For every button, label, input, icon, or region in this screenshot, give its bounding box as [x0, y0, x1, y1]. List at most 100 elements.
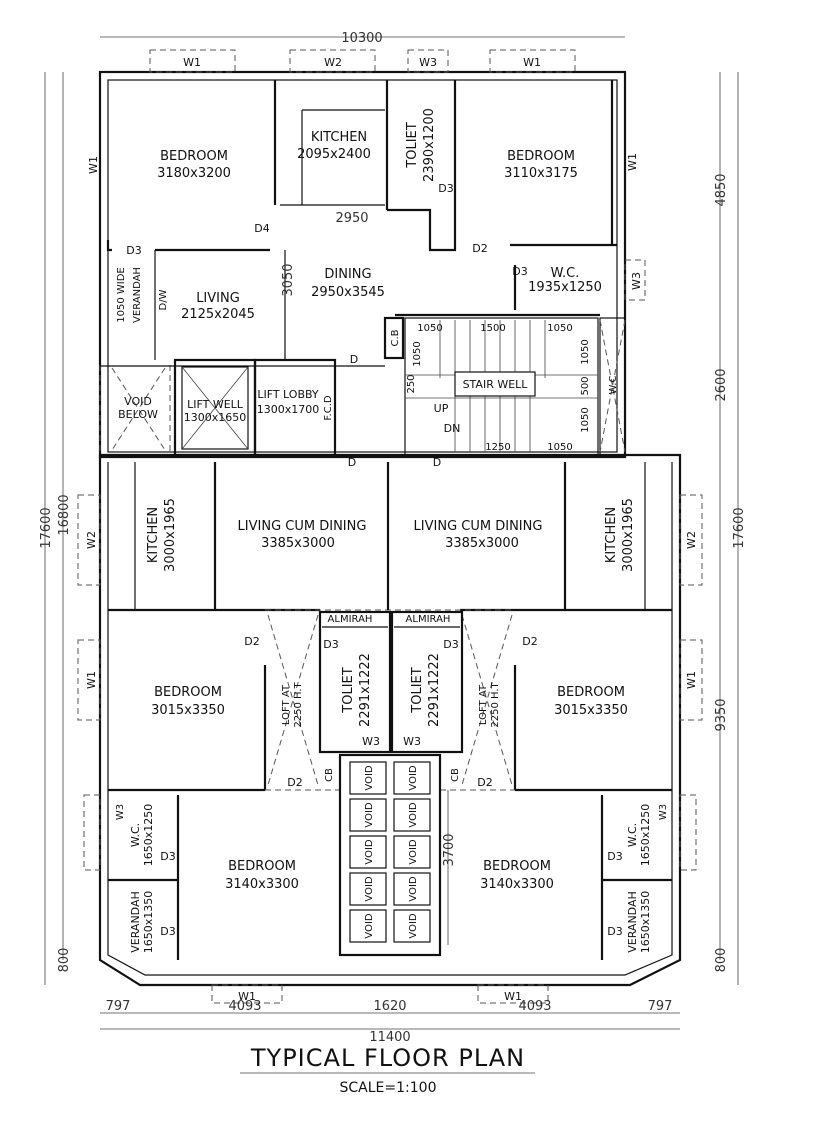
dim-right-2600: 2600 [714, 368, 729, 401]
door-tag: D4 [254, 222, 269, 235]
room-size: 1650x1350 [639, 891, 652, 954]
window-tag: W3 [115, 804, 126, 820]
room-name: BEDROOM [228, 859, 296, 874]
room-verandah-top: 1050 WIDE VERANDAH [116, 267, 143, 323]
room-size: 3000x1965 [163, 498, 178, 572]
window-tag: W1 [626, 153, 639, 171]
room-bedroom-tr: BEDROOM 3110x3175 [504, 149, 578, 181]
room-size: 1650x1250 [142, 804, 155, 867]
dim-internal-2950: 2950 [335, 211, 368, 226]
door-tag: D2 [244, 635, 259, 648]
room-lift-lobby: LIFT LOBBY 1300x1700 [257, 388, 320, 416]
door-tag: D3 [160, 925, 175, 938]
stair-dim: 1050 [580, 339, 591, 364]
dim-bottom-4093-l: 4093 [228, 999, 261, 1014]
window-tag: W2 [324, 56, 342, 69]
room-toilet-top: TOLIET 2390x1200 [405, 108, 437, 182]
room-size: 1935x1250 [528, 280, 602, 295]
void-cell: VOID [364, 876, 375, 901]
fire-door-tag: F.C.D [323, 395, 334, 420]
door-tag: D3 [512, 265, 527, 278]
dim-right-outer: 17600 [732, 507, 747, 548]
room-name: BEDROOM [507, 149, 575, 164]
dimension-lines [44, 36, 739, 1074]
room-name: W.C. [626, 823, 639, 847]
room-name: LIFT LOBBY [257, 388, 319, 401]
stair-up-label: UP [434, 402, 449, 415]
window-tag: W1 [183, 56, 201, 69]
window-tag: W3 [403, 735, 421, 748]
room-verandah-br: VERANDAH 1650x1350 [626, 891, 652, 954]
dim-left-inner: 16800 [57, 494, 72, 535]
room-name: 1050 WIDE [116, 267, 127, 322]
room-name: TOLIET [405, 122, 420, 168]
stair-dim: 250 [406, 374, 417, 393]
door-tag: D/W [158, 289, 169, 310]
windows [77, 49, 703, 1004]
room-name: BEDROOM [483, 859, 551, 874]
loft-label: LOFT AT [478, 684, 489, 725]
dim-internal-3700: 3700 [442, 833, 457, 866]
walls [98, 70, 682, 987]
dim-bottom-797-l: 797 [106, 999, 131, 1014]
void-cell: VOID [408, 839, 419, 864]
room-name: BELOW [118, 408, 158, 421]
dim-left-outer: 17600 [39, 507, 54, 548]
room-size: 3385x3000 [261, 536, 335, 551]
loft-left: LOFT AT 2250 H.T [281, 681, 304, 727]
room-size: 2950x3545 [311, 285, 385, 300]
stair-well-label: STAIR WELL [463, 378, 529, 391]
stair-dim: 1050 [547, 442, 572, 453]
window-tag: W1 [504, 990, 522, 1003]
window-tag: W3 [658, 804, 669, 820]
door-tag: D [350, 353, 358, 366]
opening-tags: W1 W2 W3 W1 W1 W1 W3 W2 W2 W1 W1 W3 W3 W… [85, 56, 698, 1003]
room-name: LIVING CUM DINING [414, 519, 543, 534]
window-tag: W3 [630, 272, 643, 290]
stair-down-label: DN [444, 422, 461, 435]
room-name: BEDROOM [557, 685, 625, 700]
void-cell: VOID [408, 876, 419, 901]
room-bedroom-tl: BEDROOM 3180x3200 [157, 149, 231, 181]
room-name: W.C. [551, 266, 580, 281]
room-name: LIVING CUM DINING [238, 519, 367, 534]
room-size: 1650x1250 [639, 804, 652, 867]
dim-right-9350: 9350 [714, 698, 729, 731]
door-tag: D3 [438, 182, 453, 195]
window-tag: W2 [85, 531, 98, 549]
stair-dim: 1050 [412, 341, 423, 366]
room-lift-well: LIFT WELL 1300x1650 [184, 398, 247, 424]
room-kitchen-r: KITCHEN 3000x1965 [604, 498, 636, 572]
stair-dim: 1250 [485, 442, 510, 453]
room-name: LIVING [196, 291, 240, 306]
room-kitchen-top: KITCHEN 2095x2400 [297, 130, 371, 162]
room-size: 3140x3300 [480, 877, 554, 892]
room-size: 3000x1965 [621, 498, 636, 572]
door-tag: D3 [443, 638, 458, 651]
room-size: 3110x3175 [504, 166, 578, 181]
window-tag: W1 [523, 56, 541, 69]
room-size: 3385x3000 [445, 536, 519, 551]
loft-label: LOFT AT [281, 684, 292, 725]
void-cell-labels: VOID VOID VOID VOID VOID VOID VOID VOID … [364, 765, 419, 938]
room-size: 1300x1700 [257, 403, 320, 416]
room-size: 3140x3300 [225, 877, 299, 892]
room-size: 2291x1222 [427, 653, 442, 727]
window-tag: W1 [85, 671, 98, 689]
loft-height: 2250 H.T [293, 681, 304, 727]
room-name: LIFT WELL [187, 398, 244, 411]
room-bedroom-ml: BEDROOM 3015x3350 [151, 685, 225, 718]
room-size: 3015x3350 [554, 703, 628, 718]
window-tag: W1 [685, 671, 698, 689]
almirah-right: ALMIRAH [406, 614, 451, 625]
void-cell: VOID [408, 765, 419, 790]
void-cell: VOID [408, 913, 419, 938]
dim-bottom-1620: 1620 [373, 999, 406, 1014]
door-tag: D2 [472, 242, 487, 255]
room-kitchen-l: KITCHEN 3000x1965 [146, 498, 178, 572]
room-toilet-ml: TOLIET 2291x1222 [341, 653, 373, 727]
cupboard-tag: C.B [390, 329, 401, 346]
room-name: KITCHEN [604, 507, 619, 563]
dim-right-4850: 4850 [714, 173, 729, 206]
